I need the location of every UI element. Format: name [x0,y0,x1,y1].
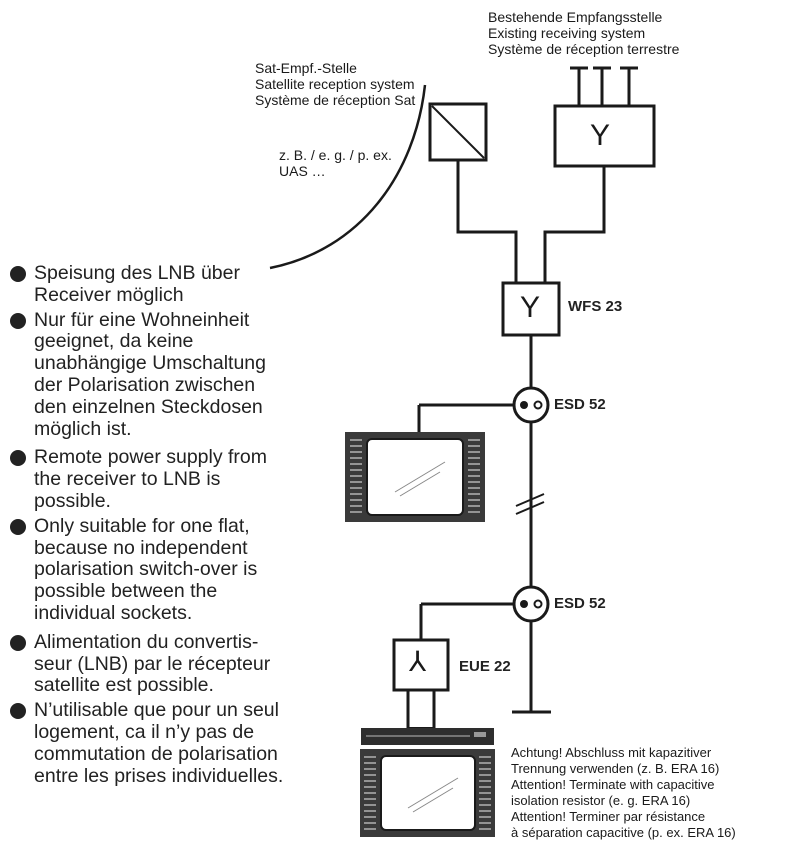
bullet-dot-icon [10,518,26,535]
bullet-dot-icon [10,703,26,720]
list-item: Remote power supply from the receiver to… [0,447,330,512]
bullet-dot-icon [10,312,26,329]
bullet-dot-icon [10,634,26,651]
terrestrial-antenna-icon [570,66,638,106]
existing-system-label: Bestehende Empfangsstelle Existing recei… [488,9,680,57]
esd-top-label: ESD 52 [554,396,606,413]
eue-label: EUE 22 [459,658,511,675]
bullet-dot-icon [10,266,26,282]
esd-bottom-label: ESD 52 [554,595,606,612]
feature-list: Speisung des LNB über Receiver möglich N… [0,262,330,790]
socket-outlet-top [512,386,550,424]
termination-note: Achtung! Abschluss mit kapazitiver Trenn… [511,745,736,840]
list-item: Nur für eine Wohneinheit geeignet, da ke… [0,309,330,441]
eue-splitter-box [392,638,450,692]
list-item: Speisung des LNB über Receiver möglich [0,262,330,307]
eue-symbol: ⅄ [409,646,427,677]
example-label: z. B. / e. g. / p. ex. UAS … [279,147,392,179]
set-top-receiver-icon [361,728,494,745]
socket-outlet-bottom [512,585,550,623]
wfs-symbol: Y [520,291,541,324]
tv-set-icon [360,749,495,837]
sat-system-label: Sat-Empf.-Stelle Satellite reception sys… [255,60,416,108]
satellite-dish-arc [269,84,427,270]
tv-set-icon [345,432,485,522]
bullet-dot-icon [10,450,26,467]
list-item: Alimentation du convertis- seur (LNB) pa… [0,631,330,697]
wfs-label: WFS 23 [568,298,623,315]
list-item: Only suitable for one flat, because no i… [0,515,330,625]
amplifier-symbol: Y [590,119,611,152]
list-item: N’utilisable que pour un seul logement, … [0,699,330,787]
